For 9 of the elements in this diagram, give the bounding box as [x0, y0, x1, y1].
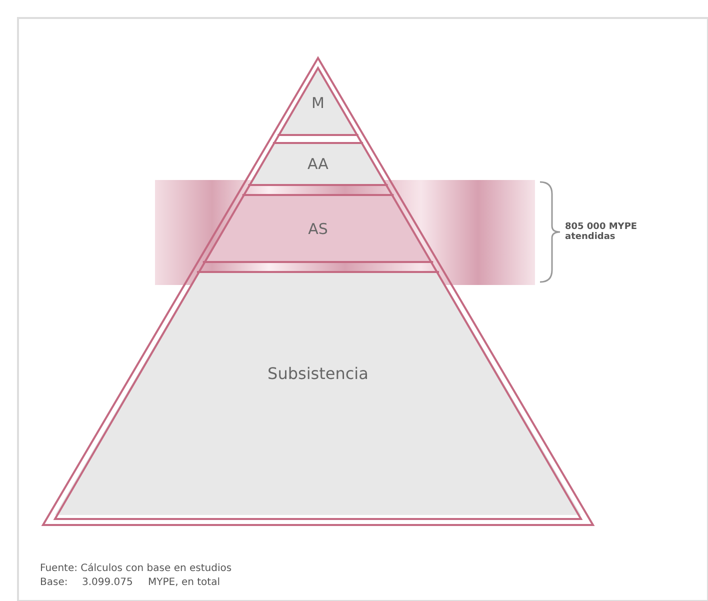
footer-value: 3.099.075 — [82, 577, 133, 588]
tier-label: M — [312, 94, 324, 112]
tier-label: Subsistencia — [268, 364, 368, 383]
callout-text: 805 000 MYPE atendidas — [565, 222, 638, 242]
tier-label: AA — [308, 155, 328, 173]
source-note: Fuente: Cálculos con base en estudios — [40, 563, 232, 574]
footer-label: MYPE, en total — [148, 577, 220, 588]
footer-label: Base: — [40, 577, 68, 588]
tier-label: AS — [308, 220, 328, 238]
